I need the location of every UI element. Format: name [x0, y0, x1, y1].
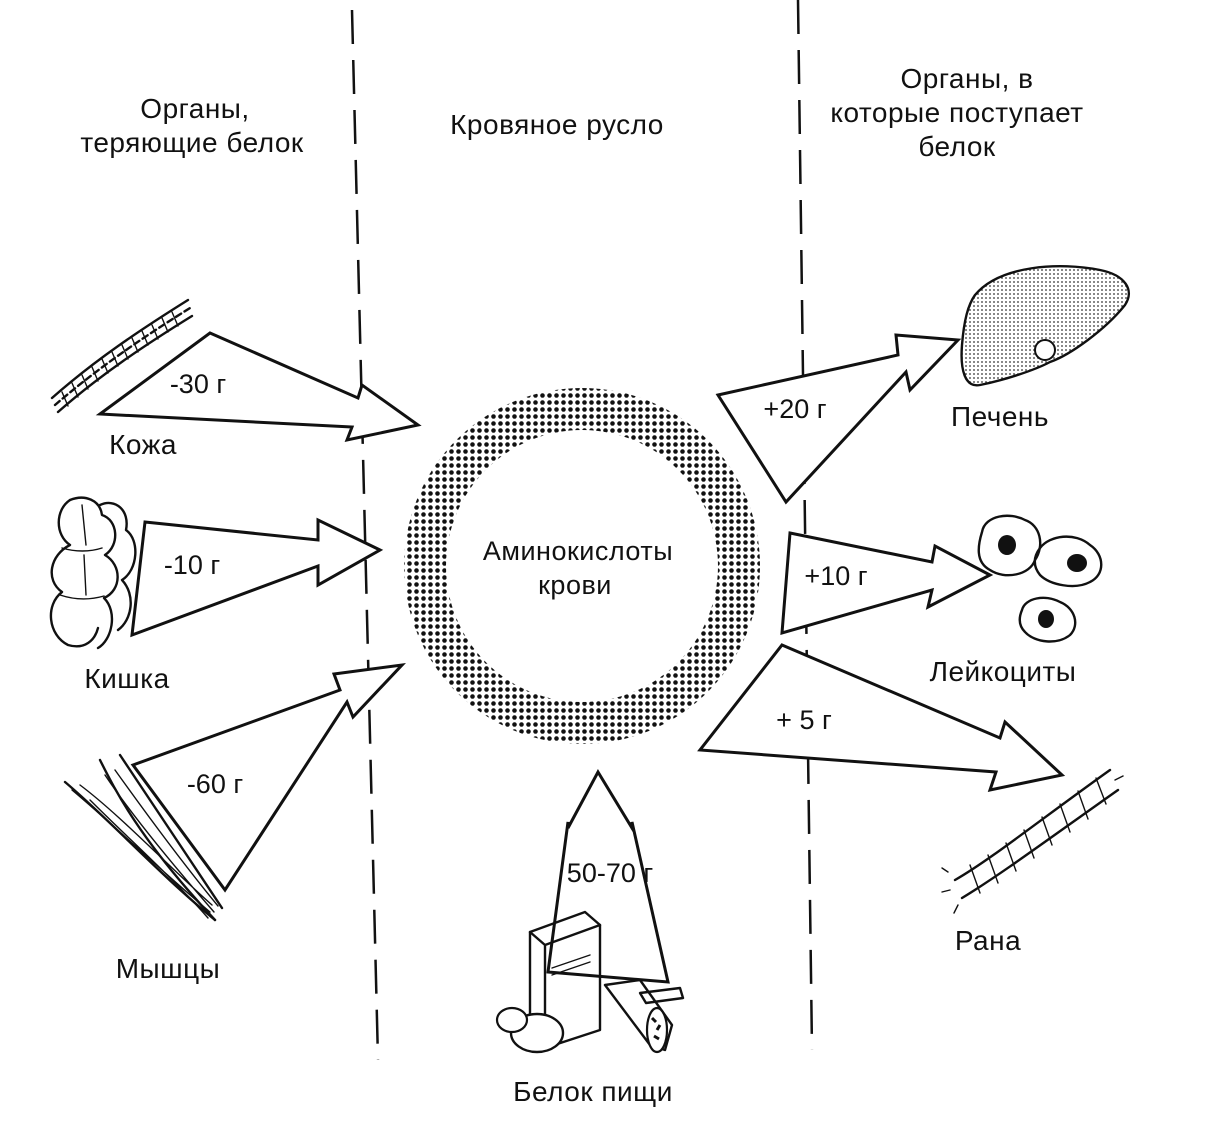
right-column-header-line-1: Органы, в [900, 63, 1033, 94]
intestine-icon [49, 496, 137, 650]
skin-to-blood-arrow [95, 331, 422, 443]
intestine-label: Кишка [84, 663, 169, 694]
food-amount-label: 50-70 г [567, 858, 654, 888]
skin-amount-label: -30 г [170, 369, 227, 399]
left-column-header-line-2: теряющие белок [80, 127, 304, 158]
food-icon [495, 910, 685, 1054]
intestine-amount-label: -10 г [164, 550, 221, 580]
center-label-line-1: Аминокислоты [483, 536, 673, 566]
blood-amino-acids-ring [404, 388, 760, 744]
wound-label: Рана [955, 925, 1021, 956]
food-label: Белок пищи [513, 1076, 673, 1107]
wound-amount-label: + 5 г [776, 705, 832, 735]
center-label-line-2: крови [538, 570, 612, 600]
liver-amount-label: +20 г [763, 394, 826, 424]
leukocytes-icon [977, 514, 1103, 643]
skin-icon [50, 298, 194, 414]
leukocytes-amount-label: +10 г [804, 561, 867, 591]
liver-label: Печень [951, 401, 1049, 432]
wound-icon [941, 768, 1124, 914]
skin-label: Кожа [109, 429, 177, 460]
right-column-header-line-3: белок [918, 131, 996, 162]
left-column-header-line-1: Органы, [140, 93, 249, 124]
muscle-amount-label: -60 г [187, 769, 244, 799]
right-divider-line [796, 0, 814, 1051]
blood-to-wound-arrow [697, 643, 1066, 793]
left-divider-line [350, 9, 380, 1061]
blood-to-leukocytes-arrow [780, 531, 994, 636]
middle-column-header: Кровяное русло [450, 109, 664, 140]
liver-icon [960, 265, 1131, 387]
intestine-to-blood-arrow [130, 517, 384, 638]
right-column-header-line-2: которые поступает [830, 97, 1083, 128]
muscle-icon [63, 753, 224, 922]
blood-to-liver-arrow [715, 333, 962, 505]
food-to-blood-arrow [546, 768, 670, 984]
muscle-label: Мышцы [116, 953, 221, 984]
muscle-to-blood-arrow [130, 662, 406, 893]
leukocytes-label: Лейкоциты [930, 656, 1077, 687]
